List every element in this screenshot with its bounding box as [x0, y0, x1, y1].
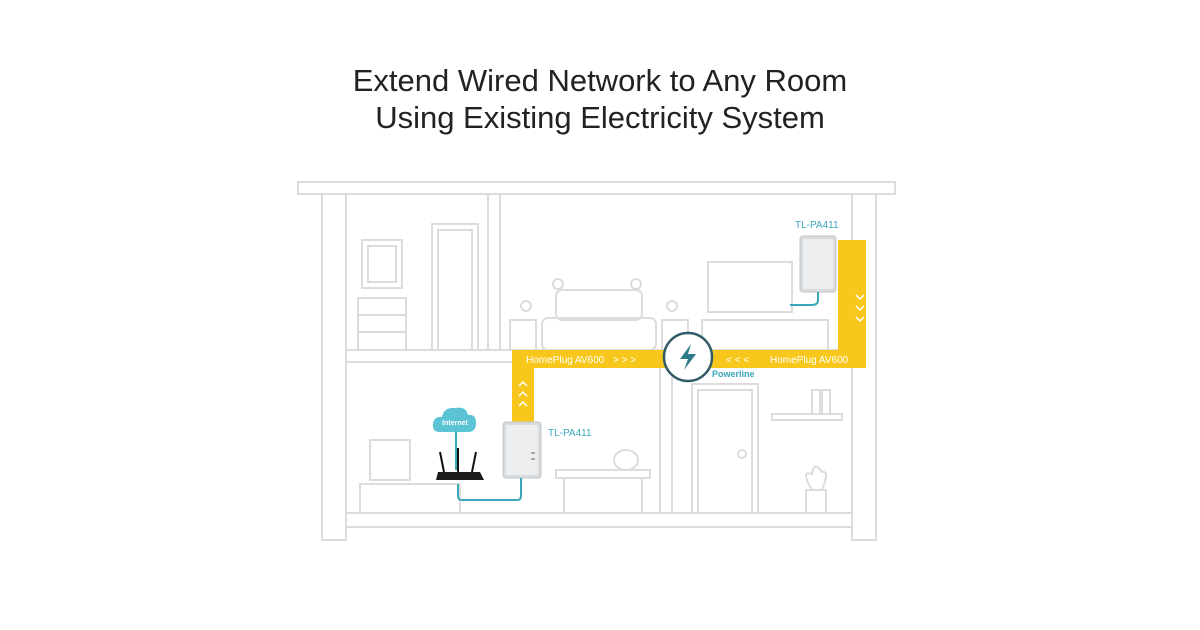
powerline-adapter-lower [502, 421, 542, 479]
powerline-hub-icon [662, 331, 714, 383]
router-icon [436, 448, 484, 480]
link-label-left: HomePlug AV600 [526, 355, 605, 366]
hub-label: Powerline [712, 369, 755, 379]
powerline-path [512, 240, 866, 424]
device-label-lower: TL-PA411 [548, 428, 592, 439]
cloud-label: Internet [442, 420, 468, 427]
headline-line-2: Using Existing Electricity System [375, 100, 825, 135]
internet-cloud-icon [432, 407, 476, 432]
ethernet-cables [455, 432, 522, 501]
headline-line-1: Extend Wired Network to Any Room [352, 63, 848, 98]
link-label-right: HomePlug AV600 [770, 355, 849, 366]
arrows-left-direction: < < < [726, 355, 749, 366]
downward-chevrons [855, 294, 865, 323]
lightning-bolt-icon [680, 344, 696, 370]
arrows-right-direction: > > > [613, 355, 636, 366]
powerline-adapter-upper [790, 235, 837, 306]
upward-chevrons [518, 380, 528, 407]
device-label-upper: TL-PA411 [795, 220, 839, 231]
